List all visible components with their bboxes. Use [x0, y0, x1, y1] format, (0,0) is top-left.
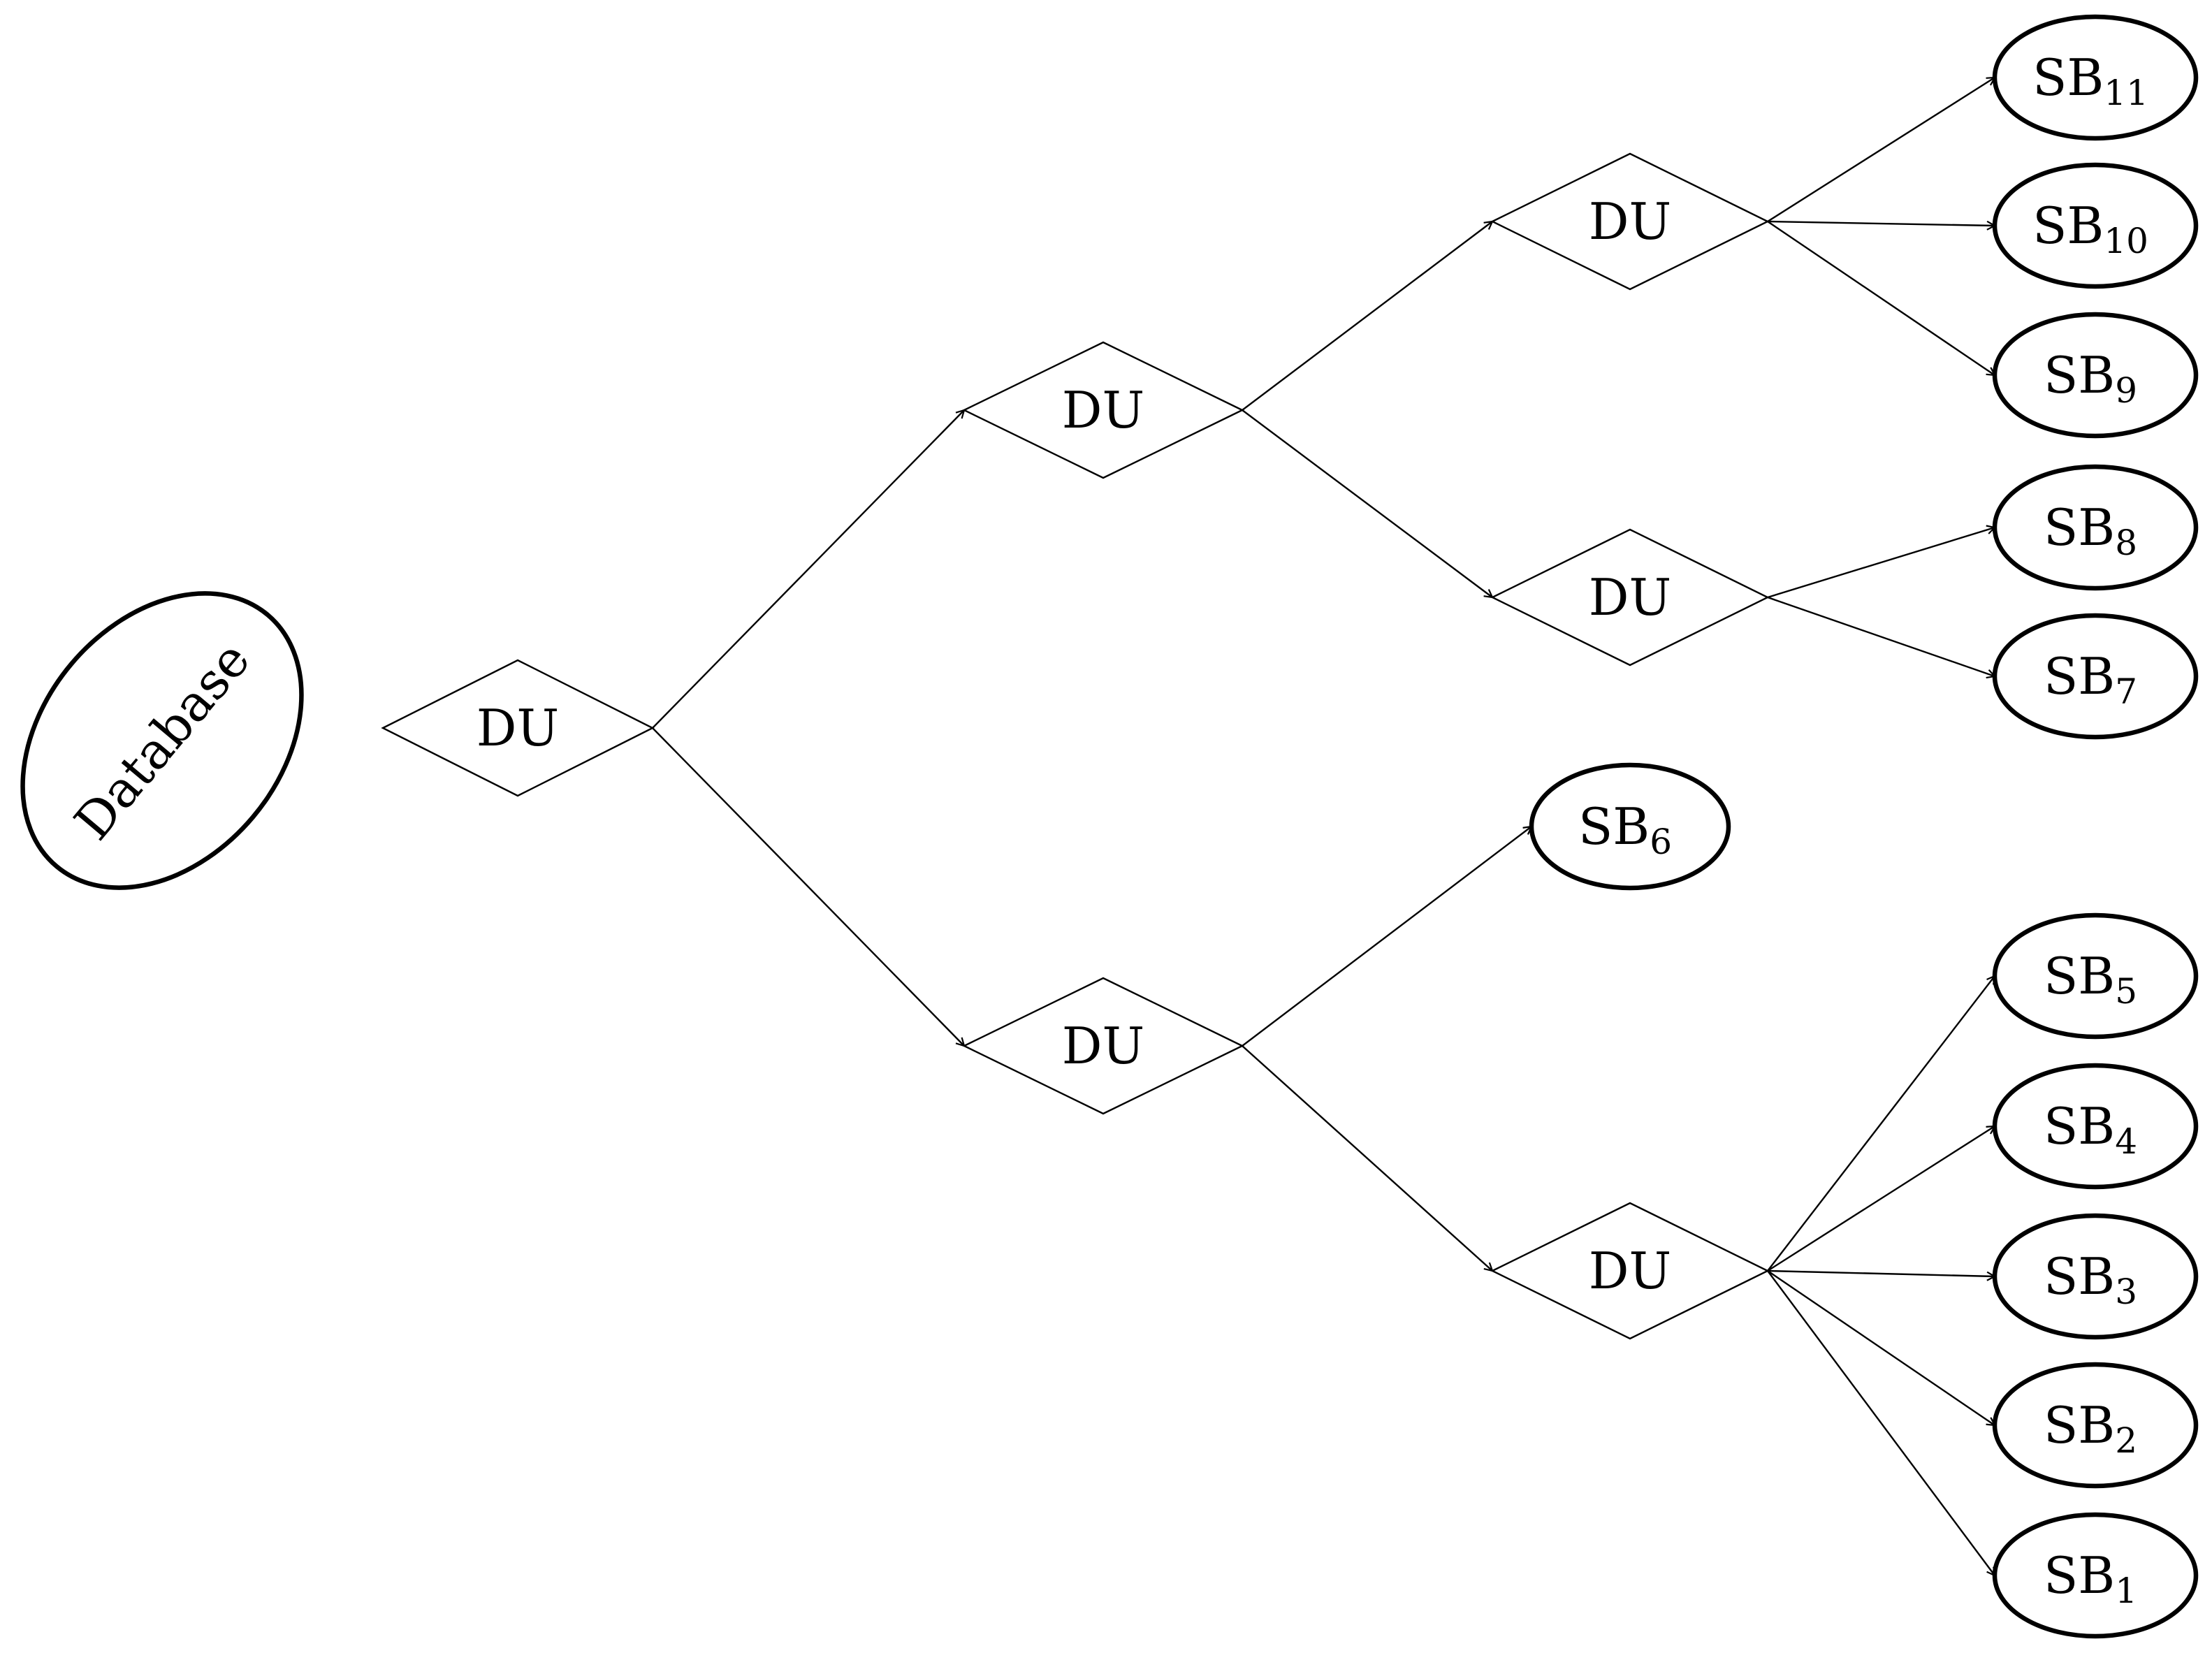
svg-text:SB3: SB3	[2044, 1247, 2137, 1312]
svg-text:SB2: SB2	[2044, 1396, 2137, 1461]
decision-unit-label: DU	[1589, 1241, 1671, 1300]
svg-text:SB7: SB7	[2044, 647, 2137, 712]
edge-du3-to-du6	[1242, 1045, 1492, 1271]
leaf-label: SB	[2044, 1546, 2115, 1605]
leaf-sb6: SB6	[1529, 762, 1731, 891]
svg-text:SB5: SB5	[2044, 947, 2137, 1012]
decision-unit-label: DU	[1062, 381, 1144, 439]
svg-text:SB1: SB1	[2044, 1546, 2137, 1611]
leaf-label: SB	[2032, 48, 2104, 107]
edge-du6-to-sb1	[1767, 1270, 1995, 1575]
edge-du6-to-sb2	[1767, 1270, 1995, 1425]
edge-du1-to-du3	[652, 727, 964, 1046]
leaf-subscript: 8	[2115, 523, 2137, 563]
leaf-label: SB	[1578, 797, 1650, 856]
leaf-label: SB	[2044, 498, 2115, 557]
leaf-subscript: 1	[2115, 1571, 2137, 1611]
leaf-subscript: 3	[2115, 1272, 2137, 1312]
leaf-label: SB	[2044, 1097, 2115, 1156]
leaf-label: SB	[2044, 1247, 2115, 1306]
edges	[652, 78, 1995, 1575]
leaf-label: SB	[2044, 947, 2115, 1005]
svg-text:SB11: SB11	[2032, 48, 2148, 113]
leaf-sb8: SB8	[1992, 464, 2199, 591]
leaf-subscript: 5	[2115, 971, 2137, 1012]
leaf-sb4: SB4	[1992, 1063, 2199, 1190]
leaf-sb1: SB1	[1992, 1512, 2199, 1639]
decision-unit-3: DU	[962, 977, 1244, 1115]
edge-du2-to-du5	[1242, 409, 1492, 597]
leaf-sb3: SB3	[1992, 1213, 2199, 1340]
decision-unit-label: DU	[476, 699, 559, 757]
database-node: Database	[20, 591, 304, 890]
svg-text:SB9: SB9	[2044, 346, 2137, 411]
leaf-sb2: SB2	[1992, 1362, 2199, 1489]
edge-du6-to-sb5	[1767, 976, 1995, 1272]
edge-du4-to-sb11	[1767, 78, 1995, 223]
leaf-subscript: 11	[2104, 73, 2148, 113]
svg-text:SB4: SB4	[2044, 1097, 2137, 1162]
leaf-label: SB	[2044, 647, 2115, 706]
leaf-subscript: 6	[1650, 822, 1672, 862]
decision-unit-5: DU	[1490, 528, 1770, 667]
svg-text:SB6: SB6	[1578, 797, 1672, 862]
decision-unit-1: DU	[381, 659, 655, 797]
edge-du3-to-sb6	[1242, 826, 1531, 1047]
edge-du6-to-sb3	[1767, 1269, 1995, 1276]
leaf-label: SB	[2044, 346, 2115, 405]
leaf-subscript: 7	[2115, 671, 2137, 712]
leaf-subscript: 2	[2115, 1420, 2137, 1461]
decision-unit-label: DU	[1062, 1017, 1144, 1075]
edge-du6-to-sb4	[1767, 1126, 1995, 1272]
edge-du1-to-du2	[652, 410, 964, 729]
decision-unit-4: DU	[1490, 152, 1770, 291]
svg-text:SB8: SB8	[2044, 498, 2137, 563]
edge-du2-to-du4	[1242, 221, 1492, 411]
leaf-sb10: SB10	[1992, 162, 2199, 289]
leaf-label: SB	[2032, 196, 2104, 255]
decision-unit-label: DU	[1589, 568, 1671, 627]
edge-du5-to-sb7	[1767, 596, 1995, 676]
leaf-subscript: 9	[2115, 370, 2137, 411]
leaf-sb11: SB11	[1992, 14, 2199, 141]
leaf-sb7: SB7	[1992, 613, 2199, 740]
leaf-subscript: 10	[2104, 221, 2148, 261]
leaf-label: SB	[2044, 1396, 2115, 1455]
leaf-sb5: SB5	[1992, 912, 2199, 1040]
leaf-subscript: 4	[2115, 1121, 2137, 1162]
edge-du4-to-sb9	[1767, 221, 1995, 375]
edge-du4-to-sb10	[1767, 220, 1995, 226]
decision-unit-6: DU	[1490, 1202, 1770, 1340]
edge-du5-to-sb8	[1767, 527, 1995, 599]
svg-text:SB10: SB10	[2032, 196, 2148, 261]
decision-unit-label: DU	[1589, 192, 1671, 251]
leaf-sb9: SB9	[1992, 312, 2199, 439]
decision-unit-2: DU	[962, 341, 1244, 479]
